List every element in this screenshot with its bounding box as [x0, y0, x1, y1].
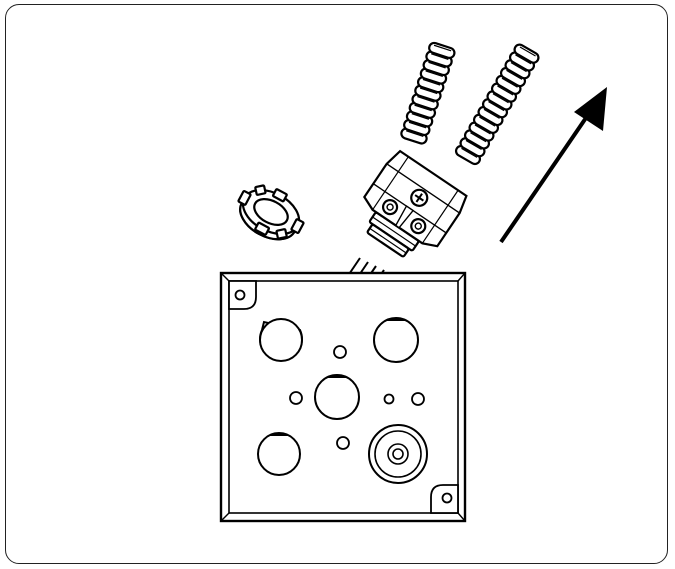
arrow-up-right-icon	[499, 87, 607, 244]
armored-cable-right	[453, 41, 542, 167]
clamp-screw-left	[381, 199, 399, 216]
phillips-screw	[410, 188, 429, 207]
knockout-large-bottom-left	[257, 432, 301, 476]
knockout-large-top-right	[373, 317, 419, 363]
clamp-screw-right	[410, 218, 427, 235]
mounting-ear-bottom-right	[430, 484, 459, 514]
locknut-icon	[237, 184, 305, 241]
knockout-concentric	[368, 424, 428, 484]
duplex-cable-connector	[363, 149, 468, 258]
knockout-small-right	[411, 392, 425, 406]
knockout-small-bottom	[336, 436, 350, 450]
armored-cable-left	[398, 40, 457, 146]
knockout-small-top	[333, 345, 347, 359]
mounting-ear-top-left	[228, 280, 257, 310]
knockout-small-left	[289, 391, 303, 405]
knockout-large-top-left	[259, 318, 303, 362]
square-junction-box	[219, 271, 467, 523]
knockout-small-mid	[383, 393, 395, 405]
knockout-large-center	[314, 374, 360, 420]
